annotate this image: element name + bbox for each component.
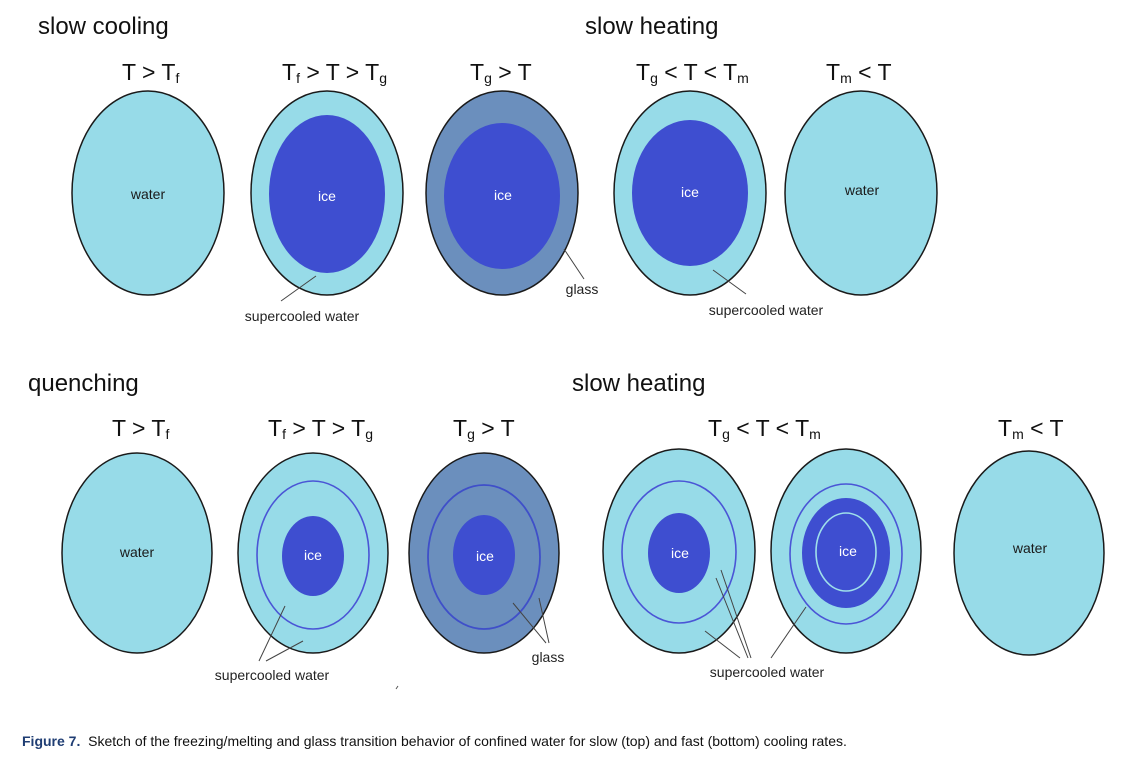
top-ice-core-2 — [269, 115, 385, 273]
bottom-condition-4: Tg < T < Tm — [708, 415, 821, 442]
figure-caption-text: Sketch of the freezing/melting and glass… — [88, 733, 847, 749]
bottom-supercooled-leader-left-1 — [258, 605, 286, 662]
top-water-droplet-5 — [784, 90, 938, 296]
top-condition-2: Tf > T > Tg — [282, 59, 387, 86]
top-left-title: slow cooling — [38, 13, 169, 40]
top-condition-1: T > Tf — [122, 59, 179, 86]
top-supercooled-leader-right — [712, 269, 747, 295]
bottom-ice-label-5: ice — [839, 543, 857, 559]
top-water-droplet-1 — [71, 90, 225, 296]
bottom-ring-5 — [789, 483, 903, 625]
bottom-ice-core-3 — [453, 515, 515, 595]
bottom-supercooled-label-right: supercooled water — [710, 664, 825, 680]
top-water-label-5: water — [844, 182, 880, 198]
bottom-ice-label-4: ice — [671, 545, 689, 561]
bottom-water-droplet-6 — [953, 450, 1105, 656]
bottom-glass-leader-1 — [512, 602, 547, 644]
figure-caption-label: Figure 7. — [22, 733, 81, 749]
bottom-supercooled-leader-right-3 — [704, 630, 741, 659]
top-ice-core-4 — [632, 120, 748, 266]
bottom-condition-1: T > Tf — [112, 415, 169, 442]
stray-mark — [395, 685, 399, 690]
bottom-glass-leader-2 — [538, 597, 550, 644]
top-ice-label-4: ice — [681, 184, 699, 200]
bottom-supercooled-leader-right-4 — [770, 606, 807, 659]
bottom-glass-label: glass — [532, 649, 565, 665]
diagram-canvas: slow cooling slow heating T > Tf Tf > T … — [28, 13, 1105, 690]
bottom-condition-3: Tg > T — [453, 415, 515, 442]
top-supercooled-leader-left — [280, 275, 317, 302]
top-supercooled-label-left: supercooled water — [245, 308, 360, 324]
bottom-left-title: quenching — [28, 370, 139, 397]
top-ice-label-2: ice — [318, 188, 336, 204]
bottom-supercooled-leader-right-1 — [715, 577, 749, 659]
top-supercooled-label-right: supercooled water — [709, 302, 824, 318]
top-right-title: slow heating — [585, 13, 718, 40]
top-condition-4: Tg < T < Tm — [636, 59, 749, 86]
bottom-right-title: slow heating — [572, 370, 705, 397]
bottom-ring-2 — [256, 480, 370, 630]
bottom-ring-3 — [427, 484, 541, 630]
bottom-water-label-1: water — [119, 544, 155, 560]
bottom-condition-2: Tf > T > Tg — [268, 415, 373, 442]
bottom-ice-label-3: ice — [476, 548, 494, 564]
bottom-supercooled-label-left: supercooled water — [215, 667, 330, 683]
top-condition-3: Tg > T — [470, 59, 532, 86]
top-water-label-1: water — [130, 186, 166, 202]
top-condition-5: Tm < T — [826, 59, 892, 86]
top-glass-leader — [563, 248, 585, 280]
bottom-ice-core-4 — [648, 513, 710, 593]
bottom-water-label-6: water — [1012, 540, 1048, 556]
bottom-ice-label-2: ice — [304, 547, 322, 563]
bottom-inner-ring-5 — [815, 512, 877, 592]
top-glass-label: glass — [566, 281, 599, 297]
bottom-condition-5: Tm < T — [998, 415, 1064, 442]
bottom-water-droplet-1 — [61, 452, 213, 654]
bottom-supercooled-leader-left-2 — [265, 640, 304, 662]
bottom-ring-4 — [621, 480, 737, 624]
bottom-ice-core-2 — [282, 516, 344, 596]
bottom-supercooled-leader-right-2 — [720, 569, 752, 659]
top-ice-core-3 — [444, 123, 560, 269]
figure-caption: Figure 7. Sketch of the freezing/melting… — [22, 733, 847, 749]
top-ice-label-3: ice — [494, 187, 512, 203]
